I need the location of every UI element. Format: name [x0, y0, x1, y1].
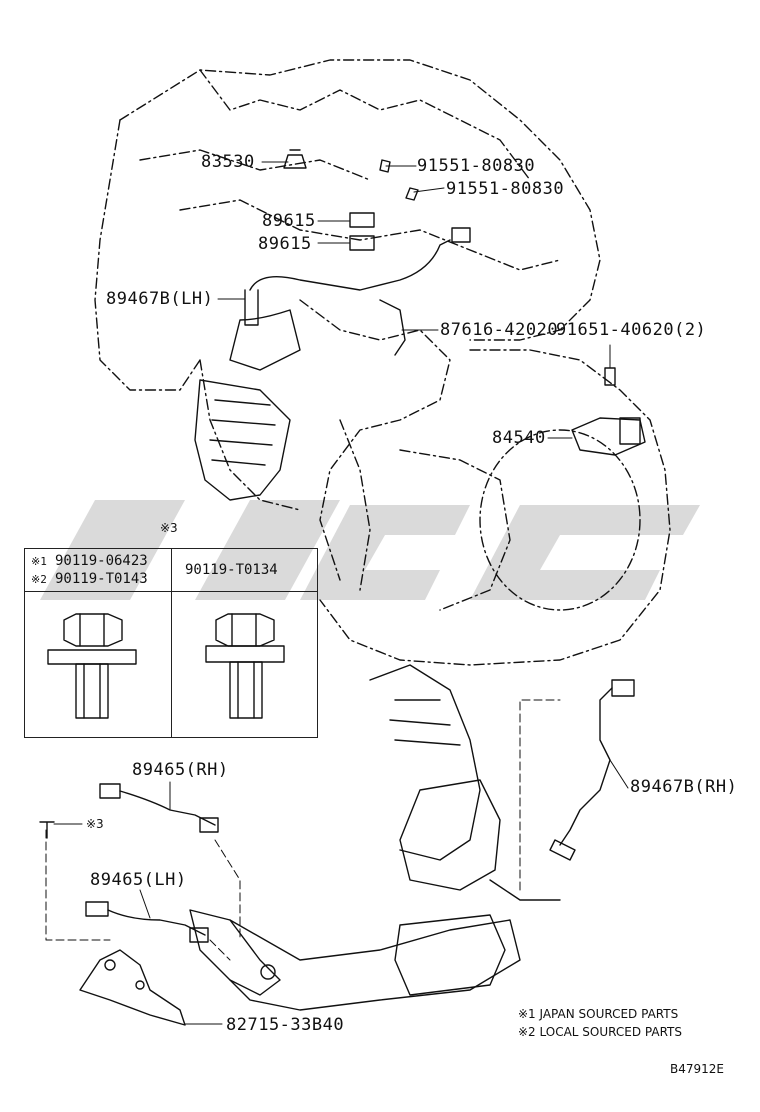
sensor-89467b-lh	[244, 227, 471, 326]
label-84540: 84540	[492, 428, 546, 448]
label-91651-40620: 91651-40620(2)	[556, 320, 707, 340]
label-star3-table: ※3	[160, 521, 178, 535]
note-local-sourced: ※2 LOCAL SOURCED PARTS	[518, 1025, 682, 1039]
illustration-reference-code: B47912E	[670, 1062, 724, 1076]
neutral-switch-84540	[571, 417, 646, 456]
leader-bracket	[45, 829, 111, 941]
label-89615-b: 89615	[258, 234, 312, 254]
table-part-local: 90119-T0143	[55, 571, 148, 587]
label-91551-80830-a: 91551-80830	[417, 156, 536, 176]
table-divider-horizontal	[25, 591, 317, 592]
label-89465-rh: 89465(RH)	[132, 760, 229, 780]
note-japan-sourced: ※1 JAPAN SOURCED PARTS	[518, 1007, 679, 1021]
knock-sensor-83530	[283, 149, 307, 169]
label-89467b-lh: 89467B(LH)	[106, 289, 214, 309]
bolt-drawing-left	[47, 613, 137, 719]
bolt-star3	[39, 821, 55, 839]
leader-89467b-rh	[519, 699, 561, 891]
transmission-case	[319, 349, 671, 666]
engine-block	[94, 59, 601, 581]
bolt-91551-a	[379, 159, 391, 173]
leader-91551-b	[413, 187, 445, 193]
watermark	[40, 500, 700, 600]
bolt-drawing-right	[205, 613, 285, 719]
fastener-table: ※1 90119-06423 ※2 90119-T0143 90119-T013…	[24, 548, 318, 738]
bolt-91551-b	[405, 187, 419, 201]
table-divider-vertical	[171, 549, 172, 737]
table-part-right: 90119-T0134	[185, 562, 278, 578]
label-89467b-rh: 89467B(RH)	[630, 777, 738, 797]
label-91551-80830-b: 91551-80830	[446, 179, 565, 199]
sensor-89465-lh	[85, 901, 209, 943]
leader-89467b-rh-label	[609, 759, 629, 789]
sensor-89465-rh	[99, 783, 219, 833]
exhaust-pipe	[189, 664, 561, 1011]
table-mark-1: ※1	[31, 555, 47, 568]
leader-89465-lh	[209, 939, 231, 961]
bracket-87616	[379, 299, 406, 356]
bracket-82715	[79, 949, 186, 1026]
sensor-89467b-rh	[549, 679, 635, 861]
label-87616-42020: 87616-42020	[440, 320, 559, 340]
table-part-japan: 90119-06423	[55, 553, 148, 569]
label-83530: 83530	[201, 152, 255, 172]
label-89615-a: 89615	[262, 211, 316, 231]
table-mark-2: ※2	[31, 573, 47, 586]
leader-89465-rh	[214, 839, 241, 941]
bolt-91651	[604, 367, 616, 386]
label-star3-bolt: ※3	[86, 817, 104, 831]
label-89465-lh: 89465(LH)	[90, 870, 187, 890]
exhaust-manifold-left	[194, 309, 301, 501]
sensor-89615	[349, 212, 375, 251]
leader-89465-lh-label	[139, 889, 151, 919]
label-82715-33b40: 82715-33B40	[226, 1015, 345, 1035]
